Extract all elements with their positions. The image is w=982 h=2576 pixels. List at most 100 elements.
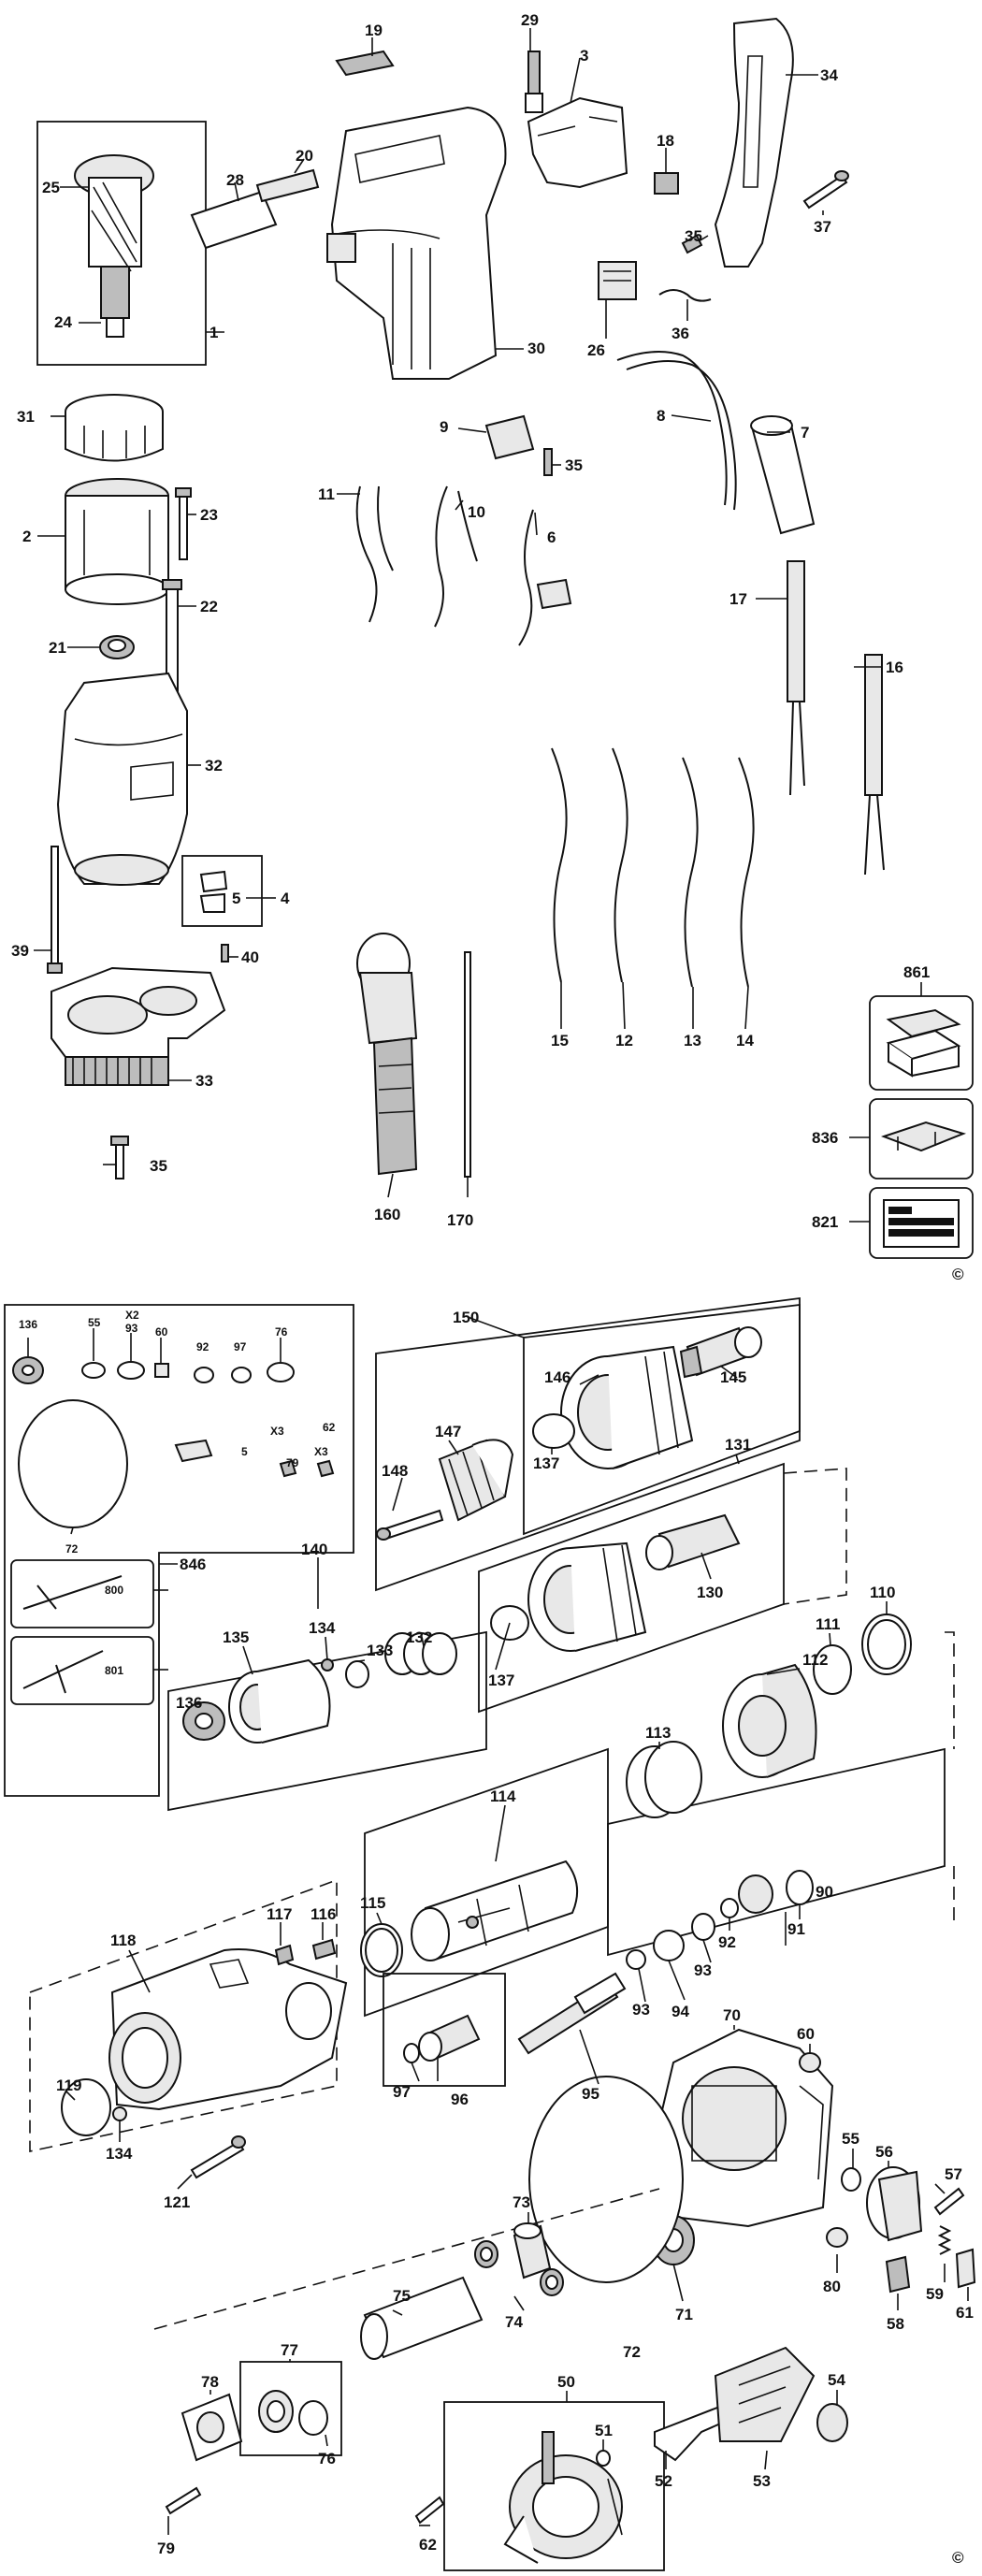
label-34: 34 — [820, 66, 838, 84]
bottom-section: 136 55 X2 93 60 92 97 76 5 X3 79 62 X3 7… — [4, 1296, 976, 2571]
label-k76a: 76 — [275, 1325, 288, 1339]
label-k137a: 137 — [533, 1454, 559, 1472]
wire-11 — [355, 485, 394, 623]
spring-59 — [937, 2225, 952, 2255]
label-k111: 111 — [816, 1615, 841, 1633]
knob-56 — [866, 2166, 923, 2242]
ring-110 — [861, 1614, 912, 1675]
label-k117: 117 — [267, 1905, 292, 1923]
tube-75 — [360, 2276, 484, 2360]
label-k50: 50 — [557, 2373, 575, 2391]
label-k93c: 93 — [632, 2001, 650, 2019]
label-k97a: 97 — [234, 1340, 247, 1353]
cap-136b — [182, 1701, 225, 1741]
knob-54 — [816, 2403, 848, 2442]
label-k75: 75 — [393, 2287, 411, 2305]
bush-60b — [799, 2052, 821, 2073]
top-labels: 19 29 3 34 25 28 20 18 37 35 24 1 30 26 … — [11, 11, 964, 1283]
label-k119: 119 — [56, 2077, 81, 2094]
label-k78: 78 — [201, 2373, 219, 2391]
depth-rod-170 — [464, 951, 471, 1178]
label-9: 9 — [440, 418, 448, 436]
label-k79b: 79 — [157, 2540, 175, 2557]
fan-31 — [65, 394, 164, 462]
label-k133: 133 — [367, 1642, 393, 1659]
label-k51: 51 — [595, 2422, 613, 2439]
screw-121 — [190, 2135, 246, 2179]
label-k113: 113 — [645, 1724, 671, 1742]
screws-116-117 — [274, 1938, 337, 1966]
bush-80 — [826, 2227, 848, 2248]
brush-box-4 — [181, 855, 263, 927]
label-k147: 147 — [435, 1423, 461, 1440]
label-k801: 801 — [105, 1664, 123, 1677]
clamp-9 — [484, 414, 535, 460]
label-k132: 132 — [406, 1628, 432, 1646]
rings-74 — [474, 2240, 564, 2296]
lead-17 — [787, 560, 805, 796]
label-3: 3 — [580, 47, 588, 65]
label-k148: 148 — [382, 1462, 408, 1480]
label-18: 18 — [657, 132, 674, 150]
label-x3a: X3 — [270, 1425, 284, 1438]
label-20: 20 — [296, 147, 313, 165]
label-k131: 131 — [725, 1436, 751, 1454]
label-8: 8 — [657, 407, 665, 425]
case-861 — [886, 1008, 961, 1078]
top-section: 19 29 3 34 25 28 20 18 37 35 24 1 30 26 … — [11, 11, 974, 1283]
copyright-bottom: © — [952, 2549, 964, 2567]
chuck-147 — [438, 1439, 514, 1522]
label-15: 15 — [551, 1032, 569, 1049]
label-k130: 130 — [697, 1584, 723, 1601]
label-35c: 35 — [150, 1157, 167, 1175]
switch-29 — [525, 51, 543, 113]
body-135 — [228, 1658, 331, 1744]
label-k90: 90 — [816, 1883, 833, 1901]
label-35a: 35 — [685, 227, 702, 245]
assembly-70-dash — [153, 2188, 660, 2330]
label-28: 28 — [226, 171, 244, 189]
label-k71: 71 — [675, 2306, 693, 2323]
crank-50 — [503, 2431, 623, 2564]
bottom-labels: 136 55 X2 93 60 92 97 76 5 X3 79 62 X3 7… — [19, 1309, 974, 2567]
label-k91: 91 — [787, 1920, 805, 1938]
ring-111 — [813, 1644, 852, 1695]
label-k55b: 55 — [842, 2130, 859, 2148]
kit-846-frame — [4, 1304, 354, 1797]
label-k136a: 136 — [19, 1318, 37, 1331]
label-k134b: 134 — [106, 2145, 133, 2163]
field-2 — [65, 478, 169, 605]
assembly-112-dash — [945, 1631, 955, 1927]
screw-37 — [802, 170, 849, 210]
housing-118 — [108, 1948, 348, 2111]
ring-137a — [532, 1413, 575, 1449]
armature-25 — [74, 154, 154, 338]
label-k62a: 62 — [323, 1421, 336, 1434]
label-k76b: 76 — [318, 2450, 336, 2467]
label-821: 821 — [812, 1213, 838, 1231]
label-25: 25 — [42, 179, 60, 196]
label-k57: 57 — [945, 2165, 962, 2183]
label-k145: 145 — [720, 1368, 746, 1386]
fan-housing-33 — [51, 966, 226, 1086]
capacitor-26 — [598, 261, 637, 300]
assembly-50-frame — [443, 2401, 665, 2571]
gear-112 — [722, 1663, 817, 1778]
ball-134a — [321, 1658, 334, 1672]
label-k118: 118 — [110, 1932, 136, 1949]
ring-51 — [596, 2450, 611, 2467]
ring-55b — [841, 2167, 861, 2192]
label-k92a: 92 — [196, 1340, 209, 1353]
label-6: 6 — [547, 528, 556, 546]
button-61 — [955, 2248, 976, 2289]
label-13: 13 — [684, 1032, 701, 1049]
top-leader-lines — [34, 28, 922, 1223]
motor-housing-32 — [56, 672, 188, 886]
bottom-leader-lines — [27, 1316, 969, 2535]
assembly-150-frame — [375, 1296, 801, 1592]
label-37: 37 — [814, 218, 831, 236]
label-5: 5 — [232, 890, 240, 907]
ball-134b — [112, 2106, 127, 2121]
screw-62b — [414, 2496, 445, 2525]
tag-19 — [335, 50, 395, 77]
